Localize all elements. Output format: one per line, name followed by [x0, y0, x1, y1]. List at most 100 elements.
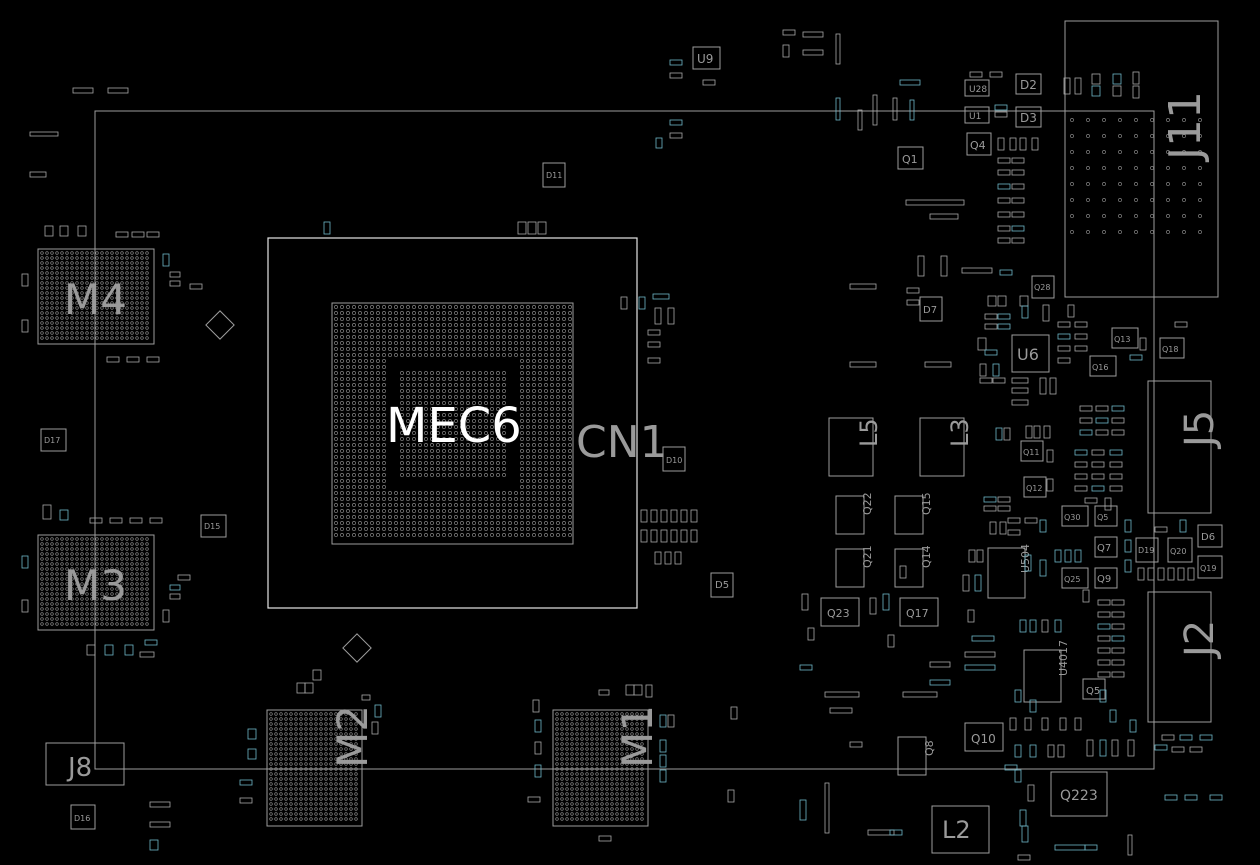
component-d19[interactable]: D19: [1135, 537, 1159, 563]
component-q5[interactable]: Q5: [1094, 505, 1118, 527]
passive-part: [77, 225, 87, 237]
component-q8[interactable]: Q8: [897, 736, 936, 776]
q25-label: Q25: [1064, 575, 1080, 584]
d5-label: D5: [715, 580, 729, 591]
component-d16[interactable]: D16: [70, 804, 96, 830]
passive-part: [1057, 744, 1065, 758]
passive-part: [598, 689, 610, 696]
passive-part: [899, 565, 907, 579]
passive-part: [1109, 709, 1117, 723]
d17-label: D17: [44, 436, 60, 445]
passive-part: [1009, 717, 1017, 731]
passive-part: [104, 644, 114, 656]
component-q11[interactable]: Q11: [1020, 440, 1044, 462]
passive-part: [995, 427, 1003, 441]
passive-part: [534, 764, 542, 778]
component-q30[interactable]: Q30: [1061, 505, 1089, 527]
passive-part: [1011, 387, 1029, 394]
component-d7[interactable]: D7: [919, 296, 943, 322]
q4-label: Q4: [970, 139, 986, 152]
component-d17[interactable]: D17: [40, 428, 67, 452]
component-q5b[interactable]: Q5: [1082, 678, 1106, 700]
passive-part: [997, 137, 1005, 151]
component-q21[interactable]: Q21: [835, 545, 874, 588]
component-d15[interactable]: D15: [200, 514, 227, 538]
passive-part: [902, 691, 938, 698]
passive-part: [1019, 619, 1027, 633]
passive-part: [1011, 183, 1025, 190]
component-m2[interactable]: M2: [266, 705, 377, 827]
passive-part: [994, 111, 1008, 118]
component-u28[interactable]: U28: [964, 79, 990, 97]
passive-part: [1109, 473, 1123, 480]
component-q25[interactable]: Q25: [1061, 567, 1089, 589]
component-q20[interactable]: Q20: [1167, 537, 1193, 563]
d7-label: D7: [923, 305, 937, 316]
passive-part: [1091, 85, 1101, 97]
component-q14[interactable]: Q14: [894, 545, 933, 588]
component-j8[interactable]: J8: [45, 742, 125, 786]
component-m4[interactable]: M4: [37, 248, 155, 345]
passive-part: [835, 97, 841, 121]
component-d5[interactable]: D5: [710, 572, 734, 598]
component-cn1[interactable]: CN1: [576, 417, 668, 468]
passive-part: [824, 782, 830, 834]
component-mec6[interactable]: MEC6: [267, 237, 638, 609]
passive-part: [669, 59, 683, 66]
component-l2[interactable]: L2: [931, 805, 990, 854]
passive-part: [659, 769, 667, 783]
passive-part: [1084, 844, 1098, 851]
component-u1[interactable]: U1: [964, 106, 990, 124]
component-l3[interactable]: L3: [919, 417, 974, 477]
passive-part: [1091, 73, 1101, 85]
component-q9[interactable]: Q9: [1094, 567, 1118, 589]
component-j11[interactable]: J11: [1064, 20, 1219, 298]
component-q12[interactable]: Q12: [1023, 476, 1047, 498]
component-j5[interactable]: J5: [1147, 380, 1223, 514]
component-d2[interactable]: D2: [1015, 73, 1042, 95]
passive-part: [962, 574, 970, 592]
component-d3[interactable]: D3: [1015, 106, 1042, 128]
component-q13[interactable]: Q13: [1111, 327, 1139, 349]
passive-part: [169, 584, 181, 591]
component-q4[interactable]: Q4: [966, 132, 992, 156]
component-m3[interactable]: M3: [37, 534, 155, 631]
component-q223[interactable]: Q223: [1050, 771, 1108, 817]
component-q15[interactable]: Q15: [894, 492, 933, 535]
passive-part: [59, 509, 69, 521]
component-d11[interactable]: D11: [542, 162, 566, 188]
passive-part: [1025, 425, 1033, 439]
component-q28[interactable]: Q28: [1031, 275, 1055, 299]
component-q16[interactable]: Q16: [1089, 355, 1117, 377]
component-d10[interactable]: D10: [662, 446, 686, 472]
passive-part: [1129, 719, 1137, 733]
component-u4017[interactable]: U4017: [1023, 640, 1070, 703]
component-q17[interactable]: Q17: [899, 597, 939, 627]
passive-part: [1124, 519, 1132, 533]
component-l5[interactable]: L5: [828, 417, 883, 477]
component-q10[interactable]: Q10: [964, 722, 1004, 752]
component-q22[interactable]: Q22: [835, 492, 874, 535]
component-u9[interactable]: U9: [692, 46, 721, 70]
component-u6[interactable]: U6: [1011, 334, 1050, 373]
passive-part: [29, 131, 59, 137]
passive-part: [802, 49, 824, 56]
component-u504[interactable]: U504: [987, 544, 1032, 599]
passive-part: [1074, 473, 1088, 480]
component-q1[interactable]: Q1: [897, 146, 924, 170]
component-d6[interactable]: D6: [1197, 524, 1223, 548]
passive-part: [1057, 357, 1071, 364]
component-j2[interactable]: J2: [1147, 591, 1223, 723]
passive-part: [899, 79, 921, 86]
passive-part: [1111, 417, 1125, 424]
passive-part: [1043, 425, 1051, 439]
component-q7[interactable]: Q7: [1094, 536, 1118, 558]
component-q18[interactable]: Q18: [1159, 337, 1185, 359]
q223-label: Q223: [1060, 788, 1098, 804]
component-m1[interactable]: M1: [552, 705, 662, 827]
component-q19[interactable]: Q19: [1197, 555, 1223, 579]
component-q23[interactable]: Q23: [820, 597, 860, 627]
passive-part: [1199, 734, 1213, 741]
passive-part: [968, 549, 976, 563]
passive-part: [21, 319, 29, 333]
